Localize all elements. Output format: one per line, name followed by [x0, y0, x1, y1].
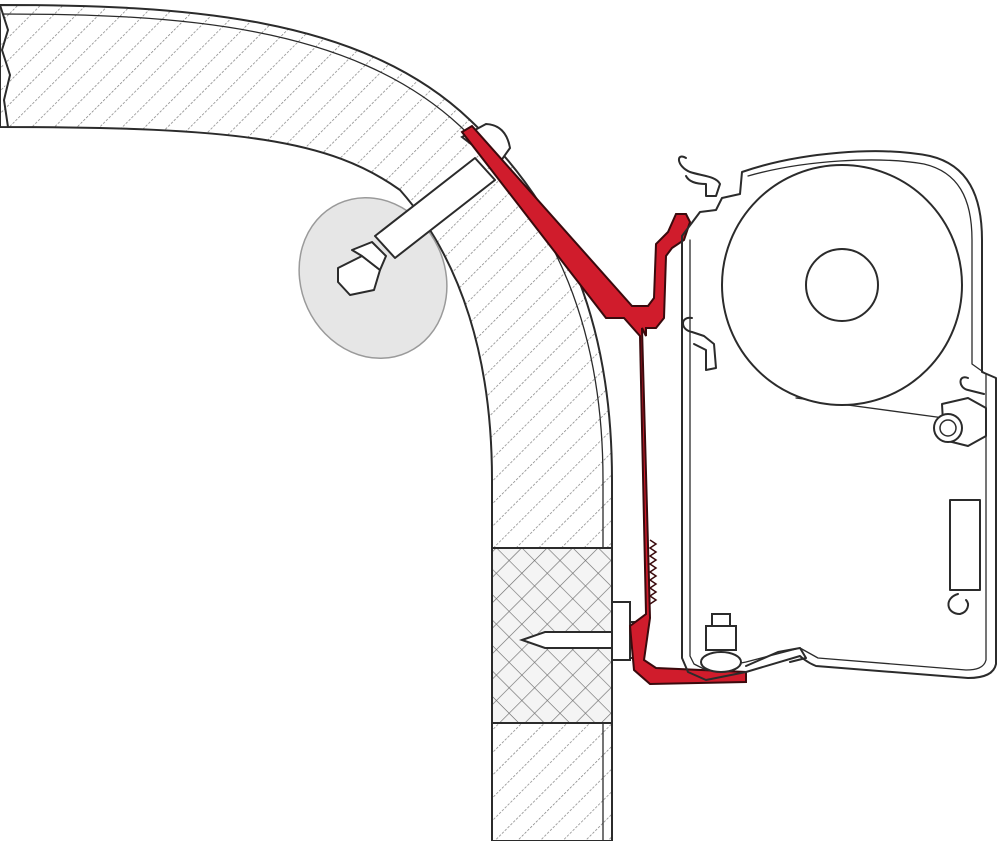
cassette-rail-curl — [947, 593, 969, 615]
cassette-mid-hook — [682, 316, 717, 371]
roller-core — [805, 248, 879, 322]
fabric-lip — [745, 647, 807, 667]
wall-shape — [0, 3, 613, 841]
bracket-sawtooth — [648, 539, 658, 605]
roller-axle-inner — [939, 419, 957, 437]
awning-cassette — [678, 150, 997, 681]
bolt-nut — [337, 241, 387, 296]
nut-washer — [700, 651, 742, 673]
cassette-rail-lower — [949, 499, 981, 591]
nut-cap — [711, 613, 731, 627]
cassette-top-hook — [678, 155, 721, 197]
wall-inner-line — [0, 13, 604, 841]
screw-plate — [611, 601, 631, 661]
adapter-bracket-shape — [460, 124, 747, 686]
nut-body — [705, 625, 737, 651]
cassette-side-curl — [959, 376, 985, 395]
wall-broken-edge — [0, 4, 12, 128]
cassette-housing — [681, 150, 997, 681]
adapter-bracket — [460, 124, 747, 686]
wall-section — [0, 3, 613, 841]
bolt-shank — [374, 157, 496, 259]
nut-upper — [351, 241, 387, 271]
cassette-inner — [689, 159, 987, 671]
mounting-nut — [700, 613, 742, 673]
